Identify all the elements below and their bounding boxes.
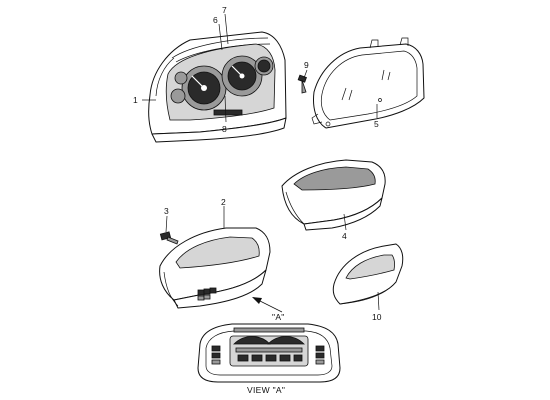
callout-1: 1 [133, 95, 138, 105]
callout-2: 2 [221, 197, 226, 207]
part-3-screw [159, 231, 179, 245]
callout-5: 5 [374, 119, 379, 129]
callout-7: 7 [222, 5, 227, 15]
view-a-caption: VIEW "A" [247, 385, 285, 395]
part-9-screw [297, 74, 307, 94]
leader-lines [142, 13, 380, 311]
part-1-instrument-cluster [148, 31, 287, 143]
callout-3: 3 [164, 206, 169, 216]
view-a-arrow-label: "A" [272, 312, 285, 322]
view-a-detail [197, 323, 341, 383]
callout-8: 8 [222, 124, 227, 134]
callout-10: 10 [372, 312, 382, 322]
part-10-side-garnish [332, 243, 404, 305]
part-4-cluster-hood [281, 159, 386, 231]
callout-4: 4 [342, 231, 347, 241]
callout-9: 9 [304, 60, 309, 70]
part-5-cluster-cover [311, 37, 425, 129]
view-a-arrow: "A" [252, 297, 285, 322]
part-2-crash-pad-garnish [159, 227, 271, 309]
callout-6: 6 [213, 15, 218, 25]
